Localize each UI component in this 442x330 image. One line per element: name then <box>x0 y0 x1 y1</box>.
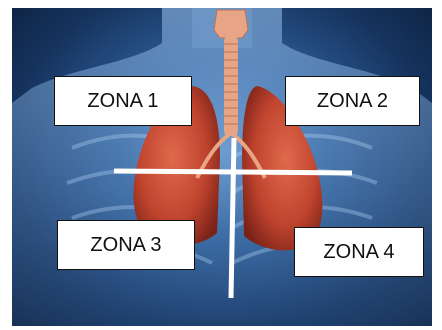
vertical-divider <box>231 138 234 298</box>
anatomy-drawing <box>12 8 432 326</box>
zone-2-label: ZONA 2 <box>285 76 420 126</box>
torso-silhouette <box>12 8 432 326</box>
lungs-illustration: ZONA 1 ZONA 2 ZONA 3 ZONA 4 <box>12 8 432 326</box>
trachea <box>224 36 238 136</box>
zone-1-label: ZONA 1 <box>54 76 192 126</box>
larynx <box>214 10 248 38</box>
zone-3-label: ZONA 3 <box>57 220 195 270</box>
zone-4-label: ZONA 4 <box>294 227 424 277</box>
